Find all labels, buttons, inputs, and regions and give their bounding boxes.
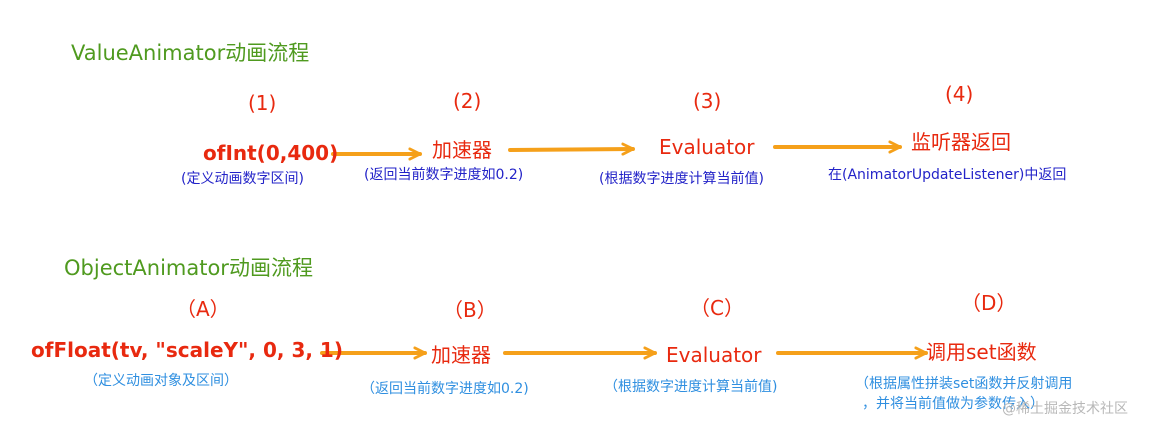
- va-step-2: (2): [453, 89, 482, 113]
- va-note-2: (返回当前数字进度如0.2): [364, 167, 524, 183]
- value-animator-title: ValueAnimator动画流程: [71, 41, 310, 65]
- oa-note-3: （根据数字进度计算当前值): [604, 379, 778, 395]
- va-step-3: (3): [693, 89, 722, 113]
- oa-node-evaluator: Evaluator: [666, 343, 762, 367]
- va-step-1: (1): [248, 91, 277, 115]
- va-note-3: (根据数字进度计算当前值): [599, 171, 764, 187]
- oa-node-offloat: ofFloat(tv, "scaleY", 0, 3, 1): [31, 338, 343, 362]
- va-note-1: (定义动画数字区间): [181, 171, 304, 187]
- va-node-listener: 监听器返回: [911, 130, 1011, 154]
- oa-step-d: （D）: [961, 291, 1017, 315]
- oa-step-a: （A）: [176, 297, 230, 321]
- watermark: @稀土掘金技术社区: [1002, 401, 1128, 417]
- oa-note-4a: （根据属性拼装set函数并反射调用: [855, 376, 1073, 392]
- object-animator-title: ObjectAnimator动画流程: [64, 256, 313, 280]
- va-step-4: (4): [945, 82, 974, 106]
- va-note-4: 在(AnimatorUpdateListener)中返回: [828, 167, 1067, 183]
- oa-step-b: （B）: [443, 298, 497, 322]
- va-arrow-2: [508, 149, 635, 150]
- oa-note-4b: ，并将当前值做为参数传入）: [862, 396, 1044, 412]
- va-node-interpolator: 加速器: [432, 138, 492, 162]
- va-node-ofint: ofInt(0,400): [203, 141, 339, 165]
- oa-step-c: （C）: [690, 296, 744, 320]
- oa-note-2: （返回当前数字进度如0.2): [361, 381, 529, 397]
- oa-note-1: （定义动画对象及区间）: [84, 373, 238, 389]
- va-node-evaluator: Evaluator: [659, 135, 755, 159]
- oa-node-set-call: 调用set函数: [926, 340, 1037, 364]
- oa-node-interpolator: 加速器: [431, 343, 491, 367]
